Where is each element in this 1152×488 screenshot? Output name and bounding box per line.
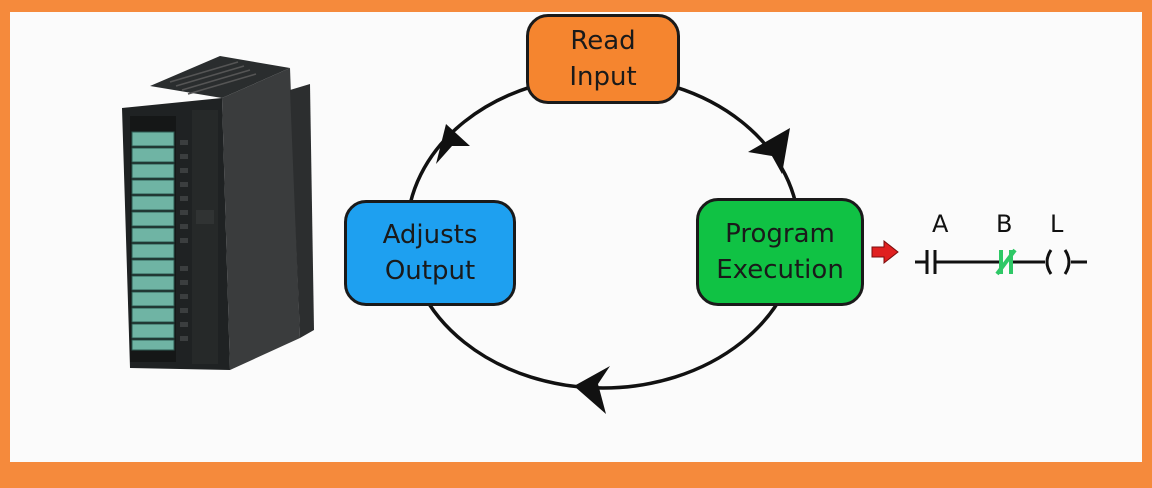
red-arrow-icon	[871, 240, 899, 264]
ladder-label-a: A	[932, 210, 949, 238]
program-execution-node: Program Execution	[696, 198, 864, 306]
adjusts-output-line-2: Output	[384, 256, 476, 286]
arrow-adjust-to-read	[436, 124, 470, 164]
ladder-label-b: B	[996, 210, 1013, 238]
contact-a-no-icon	[925, 250, 937, 274]
adjusts-output-node: Adjusts Output	[344, 200, 516, 306]
plc-module-image	[122, 56, 314, 370]
arrow-program-to-adjust	[574, 366, 610, 414]
ladder-rung	[915, 248, 1087, 276]
ladder-label-l: L	[1050, 210, 1064, 238]
read-input-line-2: Input	[569, 62, 637, 92]
coil-l-icon	[1045, 249, 1071, 275]
read-input-line-1: Read	[570, 26, 636, 56]
arrow-read-to-program	[748, 128, 790, 174]
read-input-node: Read Input	[526, 14, 680, 104]
program-execution-line-1: Program	[725, 219, 835, 249]
contact-b-nc-icon	[995, 248, 1017, 276]
program-execution-line-2: Execution	[716, 255, 844, 285]
adjusts-output-line-1: Adjusts	[382, 220, 478, 250]
